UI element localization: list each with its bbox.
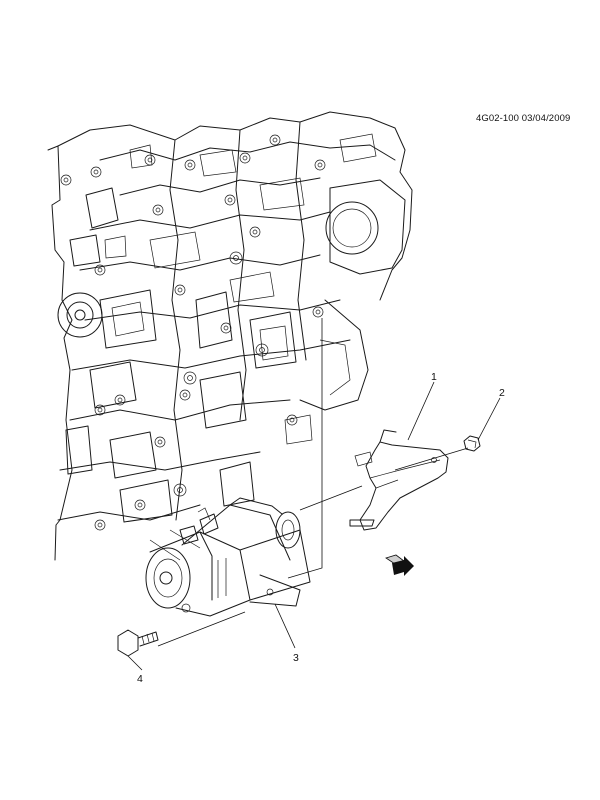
- starter-motor: [145, 497, 311, 617]
- front-direction-arrow-icon: [385, 554, 414, 576]
- callout-4: 4: [137, 673, 143, 685]
- assembly-guide-lines: [157, 318, 469, 647]
- bolt: [117, 629, 159, 657]
- callout-2: 2: [499, 387, 505, 399]
- diagram-id-label: 4G02-100 03/04/2009: [476, 113, 571, 124]
- nut: [463, 435, 481, 452]
- engine-block: [47, 111, 413, 561]
- callout-3: 3: [293, 652, 299, 664]
- callout-leaders: [127, 381, 501, 671]
- starter-shield: [349, 429, 449, 531]
- callout-1: 1: [431, 371, 437, 383]
